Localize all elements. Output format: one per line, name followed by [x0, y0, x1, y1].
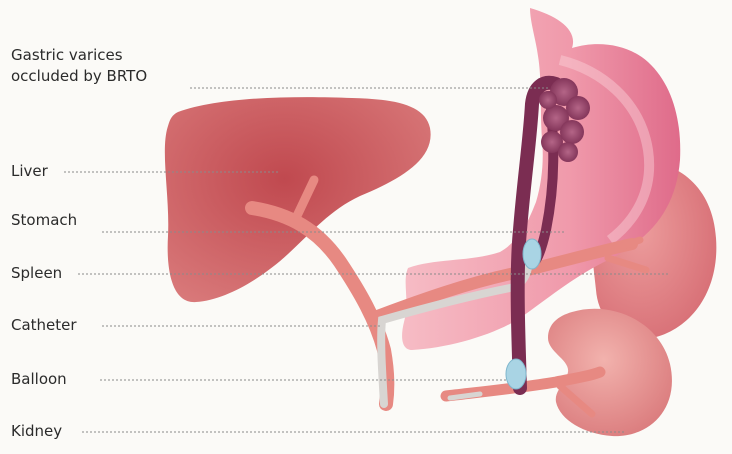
label-kidney: Kidney: [11, 421, 62, 442]
label-catheter: Catheter: [11, 315, 77, 336]
label-spleen: Spleen: [11, 263, 62, 284]
label-stomach: Stomach: [11, 210, 77, 231]
balloon-lower: [506, 359, 526, 389]
label-gastric-varices: Gastric varices occluded by BRTO: [11, 45, 147, 87]
label-liver: Liver: [11, 161, 48, 182]
liver-shape: [165, 97, 431, 302]
label-balloon: Balloon: [11, 369, 67, 390]
balloon-upper: [523, 239, 541, 269]
label-gastric-varices-line2: occluded by BRTO: [11, 66, 147, 87]
label-gastric-varices-line1: Gastric varices: [11, 45, 147, 66]
